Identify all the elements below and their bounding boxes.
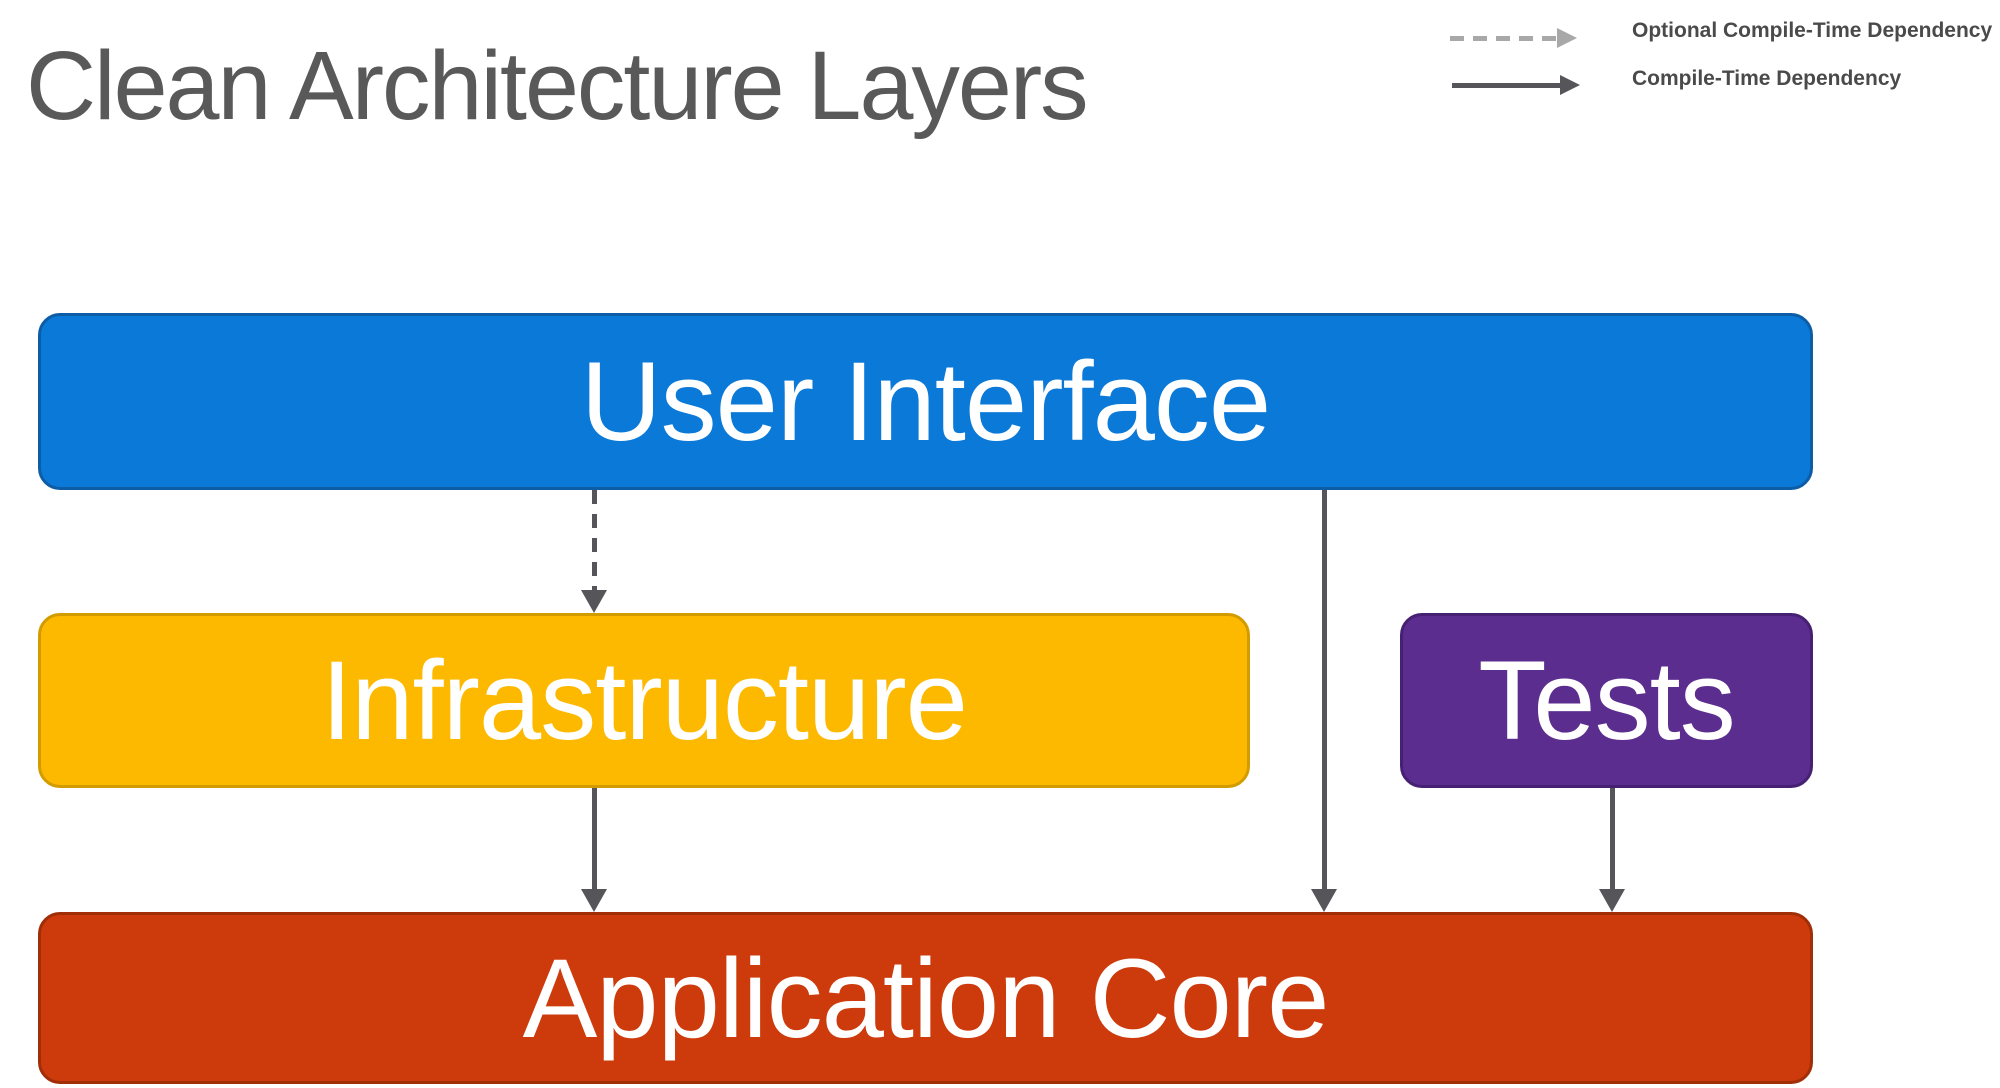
arrow-ui-to-infrastructure-dashed-line	[592, 490, 597, 591]
arrow-tests-to-core-arrowhead-icon	[1599, 889, 1625, 912]
layer-box-tests: Tests	[1400, 613, 1813, 788]
layer-box-user-interface: User Interface	[38, 313, 1813, 490]
arrow-ui-to-core-arrowhead-icon	[1311, 889, 1337, 912]
legend-solid-arrowhead-icon	[1560, 75, 1580, 95]
legend-dashed-arrow-icon	[1450, 28, 1577, 48]
arrow-tests-to-core-line	[1610, 788, 1615, 890]
legend-label-dependency: Compile-Time Dependency	[1632, 67, 1902, 90]
arrow-infrastructure-to-core-arrowhead-icon	[581, 889, 607, 912]
page-title: Clean Architecture Layers	[26, 31, 1089, 140]
layer-label-user-interface: User Interface	[580, 339, 1271, 464]
arrow-ui-to-infrastructure-arrowhead-icon	[581, 590, 607, 613]
layer-label-infrastructure: Infrastructure	[321, 638, 968, 763]
layer-box-infrastructure: Infrastructure	[38, 613, 1250, 788]
legend-dashed-line	[1450, 36, 1557, 41]
legend-dashed-arrowhead-icon	[1557, 28, 1577, 48]
arrow-ui-to-core-line	[1322, 490, 1327, 890]
layer-box-application-core: Application Core	[38, 912, 1813, 1084]
legend-label-optional-dependency: Optional Compile-Time Dependency	[1632, 19, 1993, 42]
layer-label-application-core: Application Core	[522, 935, 1330, 1061]
layer-label-tests: Tests	[1478, 638, 1735, 763]
legend-solid-line	[1452, 83, 1560, 88]
arrow-infrastructure-to-core-line	[592, 788, 597, 890]
legend-solid-arrow-icon	[1452, 75, 1580, 95]
